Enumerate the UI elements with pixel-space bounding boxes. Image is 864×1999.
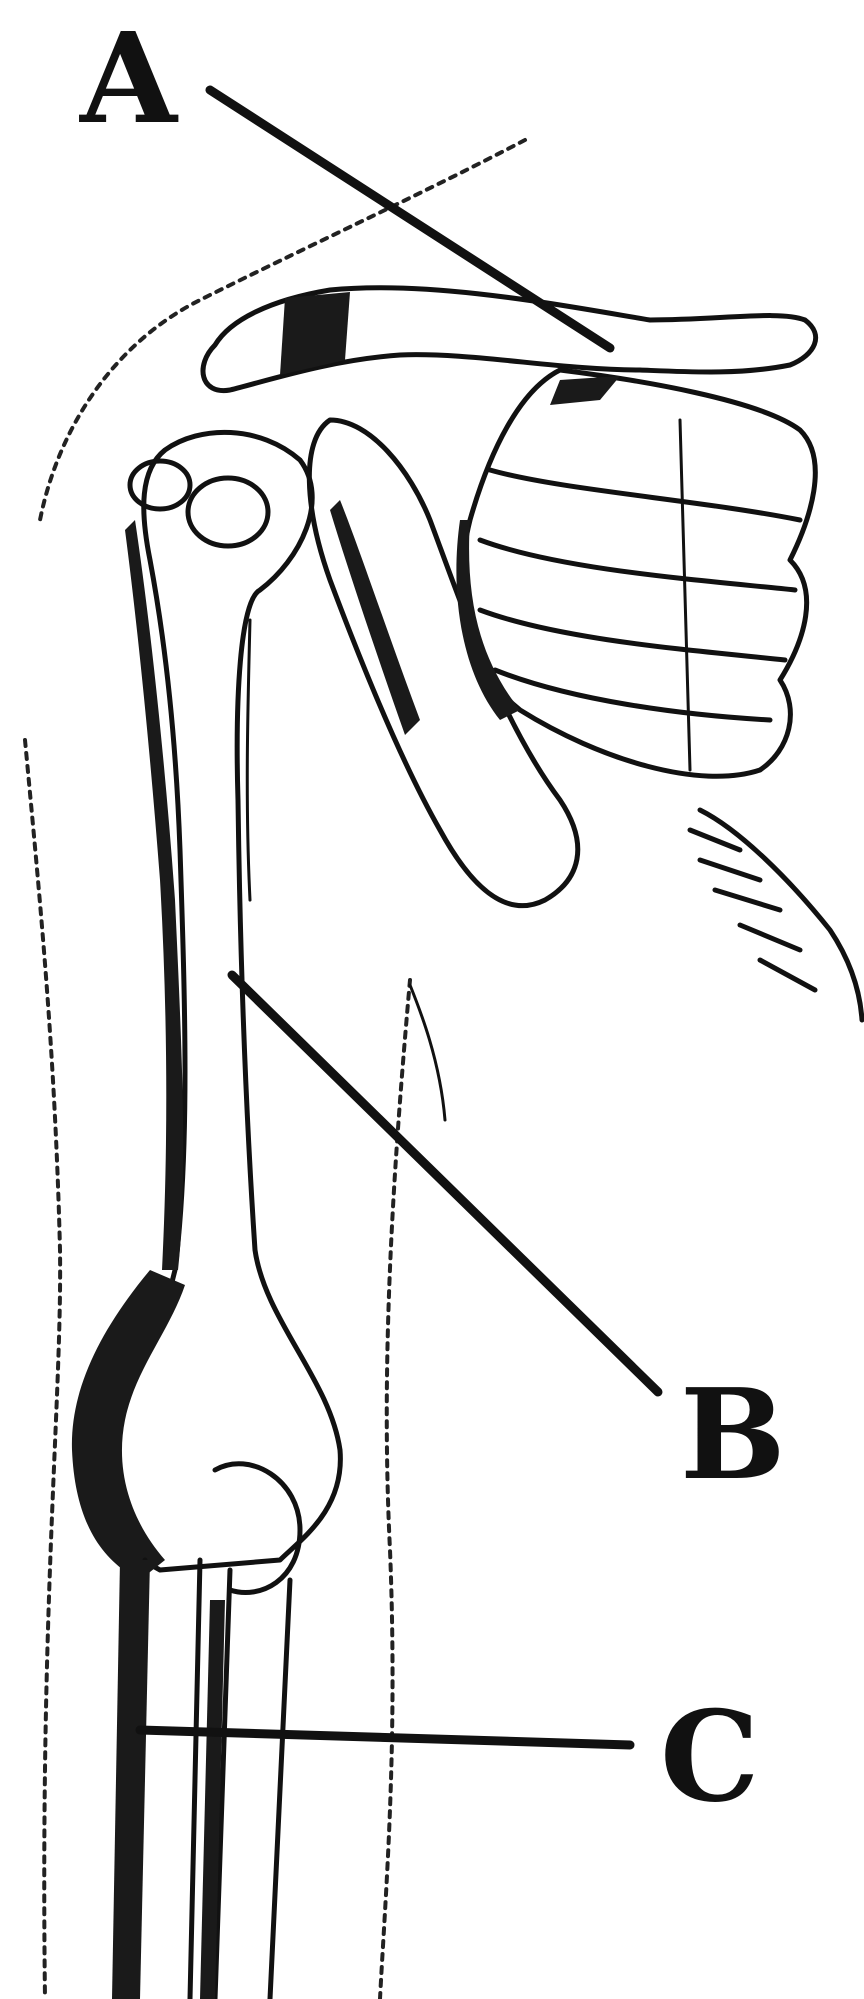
label-c: C (660, 1684, 760, 1830)
arm-outline (247, 620, 445, 1120)
label-a: A (79, 6, 179, 152)
label-b: B (680, 1362, 786, 1508)
scapula-bone (309, 420, 577, 906)
humerus-bone (72, 432, 340, 1580)
body-outline (25, 140, 525, 1999)
clavicle-bone (203, 288, 816, 391)
leader-line-a (210, 90, 610, 348)
vertebral-column (690, 810, 862, 1020)
labels: A B C (79, 6, 786, 1830)
leader-line-b (232, 975, 658, 1392)
